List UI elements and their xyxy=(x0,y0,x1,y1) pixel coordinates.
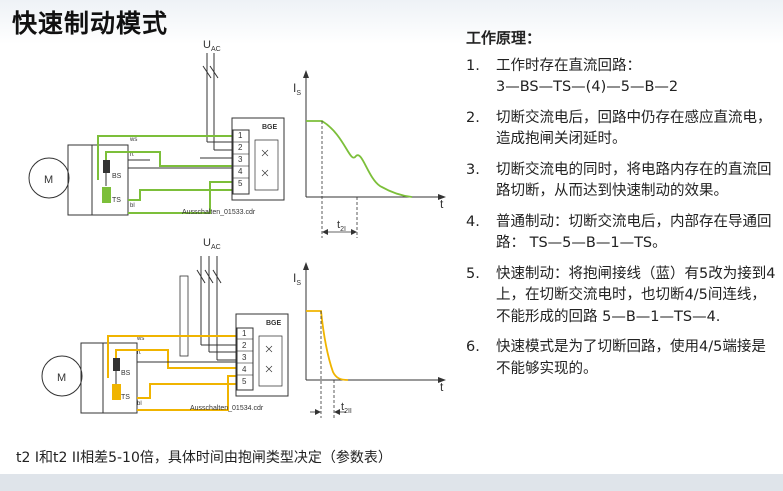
page-title: 快速制动模式 xyxy=(12,9,169,38)
top-delay-label: t2I xyxy=(337,219,346,233)
top-supply-label: UAC xyxy=(203,39,221,53)
top-terminal-4: 4 xyxy=(238,167,243,176)
bottom-bs-label: BS xyxy=(121,370,131,377)
bottom-terminal-5: 5 xyxy=(242,377,247,386)
top-current-graph: IS t t2I xyxy=(293,70,446,238)
bottom-bar xyxy=(0,474,783,491)
top-bge-module xyxy=(231,117,285,201)
principle-item: 4. 普通制动：切断交流电后，内部存在导通回路： TS—5—B—1—TS。 xyxy=(466,212,778,255)
item-number: 6. xyxy=(466,339,480,355)
principle-item: 1. 工作时存在直流回路： 3—BS—TS—(4)—5—B—2 xyxy=(466,56,778,99)
top-x-axis-label: t xyxy=(440,197,444,211)
bottom-temp-sensor xyxy=(112,384,121,400)
item-text: 工作时存在直流回路： xyxy=(496,57,641,74)
bottom-y-axis-label: IS xyxy=(293,271,301,287)
bottom-current-graph: IS t t2II xyxy=(293,262,446,418)
top-motor-label: M xyxy=(44,174,53,186)
top-bge-label: BGE xyxy=(262,124,278,131)
bottom-delay-label: t2II xyxy=(341,401,352,415)
working-principle: 工作原理： 1. 工作时存在直流回路： 3—BS—TS—(4)—5—B—2 2.… xyxy=(466,28,778,389)
top-ts-label: TS xyxy=(112,197,121,204)
top-terminal-2: 2 xyxy=(238,143,243,152)
item-text: 切断交流电的同时，将电路内存在的直流回路切断，从而达到快速制动的效果。 xyxy=(496,161,772,200)
bottom-motor-symbol xyxy=(41,355,83,397)
bottom-wire-label-rt: rt xyxy=(137,350,141,356)
principle-list: 1. 工作时存在直流回路： 3—BS—TS—(4)—5—B—2 2. 切断交流电… xyxy=(466,56,778,381)
item-text: 切断交流电后，回路中仍存在感应直流电，造成抱闸关闭延时。 xyxy=(496,109,772,148)
title-bar xyxy=(0,0,783,44)
top-current-curve xyxy=(306,120,413,198)
top-motor-symbol xyxy=(28,157,70,199)
principle-item: 2. 切断交流电后，回路中仍存在感应直流电，造成抱闸关闭延时。 xyxy=(466,108,778,151)
top-caption: Ausschalten_01533.cdr xyxy=(182,209,256,216)
bottom-supply-label: UAC xyxy=(203,237,221,251)
bottom-caption: Ausschalten_01534.cdr xyxy=(190,405,264,412)
top-wire-label-bl: bl xyxy=(130,203,135,209)
bottom-bge-label: BGE xyxy=(266,320,282,327)
bottom-bge-module xyxy=(235,313,289,397)
item-text: 普通制动：切断交流电后，内部存在导通回路： TS—5—B—1—TS。 xyxy=(496,213,772,252)
item-number: 4. xyxy=(466,213,480,230)
item-number: 1. xyxy=(466,57,480,74)
top-terminal-3: 3 xyxy=(238,155,243,164)
bottom-terminal-4: 4 xyxy=(242,365,247,374)
bottom-brake-coil xyxy=(113,358,120,371)
top-y-axis-label: IS xyxy=(293,81,301,97)
bottom-ts-label: TS xyxy=(121,394,130,401)
bottom-terminal-3: 3 xyxy=(242,353,247,362)
top-brake-coil xyxy=(103,160,110,173)
item-text: 快速模式是为了切断回路，使用4/5端接是不能够实现的。 xyxy=(496,339,766,377)
bottom-current-curve xyxy=(306,310,349,381)
top-circuit: UAC M BS TS ws rt bl BGE 1 2 xyxy=(28,39,285,216)
item-sub: 3—BS—TS—(4)—5—B—2 xyxy=(496,79,679,95)
item-number: 3. xyxy=(466,161,480,178)
principle-item: 3. 切断交流电的同时，将电路内存在的直流回路切断，从而达到快速制动的效果。 xyxy=(466,160,778,203)
top-wire-label-ws: ws xyxy=(129,137,137,143)
top-bs-label: BS xyxy=(112,173,122,180)
bottom-wire-label-ws: ws xyxy=(136,336,144,342)
bottom-motor-label: M xyxy=(57,372,66,384)
bottom-x-axis-label: t xyxy=(440,380,444,394)
bottom-terminal-2: 2 xyxy=(242,341,247,350)
item-number: 2. xyxy=(466,109,480,126)
principle-item: 5. 快速制动：将抱闸接线（蓝）有5改为接到4上，在切断交流电时，也切断4/5间… xyxy=(466,264,778,329)
top-wire-label-rt: rt xyxy=(130,152,134,158)
bottom-wire-label-bl: bl xyxy=(137,401,142,407)
footnote: t2 I和t2 II相差5-10倍，具体时间由抱闸类型决定（参数表） xyxy=(16,450,392,466)
principle-heading: 工作原理： xyxy=(466,29,542,47)
top-terminal-1: 1 xyxy=(238,131,243,140)
top-terminal-5: 5 xyxy=(238,179,243,188)
bottom-terminal-1: 1 xyxy=(242,329,247,338)
bottom-circuit: UAC M BS TS ws rt bl BGE 1 2 3 4 5 xyxy=(41,237,289,414)
item-text: 快速制动：将抱闸接线（蓝）有5改为接到4上，在切断交流电时，也切断4/5间连线，… xyxy=(496,265,776,325)
principle-item: 6. 快速模式是为了切断回路，使用4/5端接是不能够实现的。 xyxy=(466,337,778,380)
top-temp-sensor xyxy=(102,187,111,203)
item-number: 5. xyxy=(466,265,480,282)
